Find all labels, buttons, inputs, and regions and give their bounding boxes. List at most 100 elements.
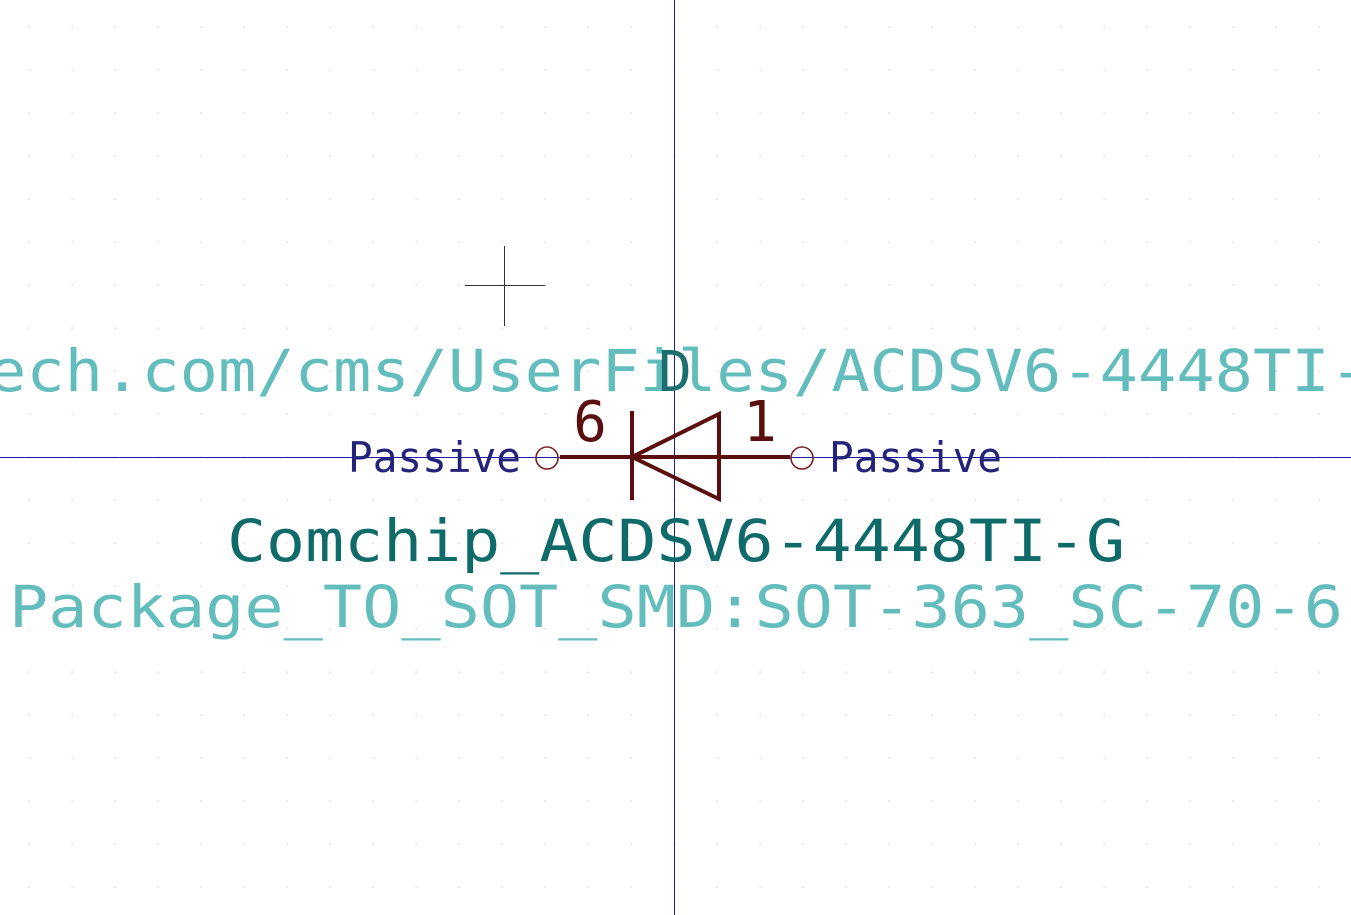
grid-dot: [329, 671, 331, 673]
grid-dot: [716, 112, 718, 114]
grid-dot: [931, 499, 933, 501]
grid-dot: [458, 542, 460, 544]
grid-dot: [1017, 585, 1019, 587]
grid-dot: [1146, 241, 1148, 243]
grid-dot: [1232, 628, 1234, 630]
grid-dot: [1275, 886, 1277, 888]
grid-dot: [544, 714, 546, 716]
grid-dot: [329, 155, 331, 157]
grid-dot: [1275, 843, 1277, 845]
grid-dot: [1275, 370, 1277, 372]
grid-dot: [114, 284, 116, 286]
grid-dot: [415, 413, 417, 415]
grid-dot: [544, 628, 546, 630]
grid-dot: [845, 800, 847, 802]
pin-right-connection-point[interactable]: [790, 446, 814, 470]
grid-dot: [329, 370, 331, 372]
grid-dot: [759, 800, 761, 802]
grid-dot: [458, 26, 460, 28]
grid-dot: [200, 413, 202, 415]
grid-dot: [329, 499, 331, 501]
grid-dot: [1189, 757, 1191, 759]
grid-dot: [974, 26, 976, 28]
grid-dot: [1189, 886, 1191, 888]
grid-dot: [845, 542, 847, 544]
grid-dot: [501, 671, 503, 673]
grid-dot: [28, 284, 30, 286]
grid-dot: [286, 284, 288, 286]
grid-dot: [888, 886, 890, 888]
grid-dot: [28, 327, 30, 329]
grid-dot: [587, 112, 589, 114]
grid-dot: [157, 370, 159, 372]
grid-dot: [716, 542, 718, 544]
grid-dot: [1060, 714, 1062, 716]
grid-dot: [1060, 413, 1062, 415]
grid-dot: [931, 585, 933, 587]
grid-dot: [1017, 69, 1019, 71]
grid-dot: [544, 284, 546, 286]
pin-type-left: Passive: [348, 433, 521, 482]
pin-left[interactable]: [535, 446, 632, 470]
grid-dot: [931, 155, 933, 157]
grid-dot: [931, 26, 933, 28]
grid-dot: [974, 155, 976, 157]
grid-dot: [802, 843, 804, 845]
grid-dot: [114, 800, 116, 802]
grid-dot: [630, 112, 632, 114]
grid-dot: [587, 499, 589, 501]
grid-dot: [157, 800, 159, 802]
grid-dot: [888, 499, 890, 501]
grid-dot: [1103, 370, 1105, 372]
grid-dot: [974, 800, 976, 802]
grid-dot: [1103, 585, 1105, 587]
grid-dot: [716, 843, 718, 845]
grid-dot: [1017, 800, 1019, 802]
grid-dot: [845, 886, 847, 888]
grid-dot: [1060, 671, 1062, 673]
grid-dot: [1318, 585, 1320, 587]
grid-dot: [1060, 800, 1062, 802]
grid-dot: [114, 714, 116, 716]
grid-dot: [1103, 671, 1105, 673]
grid-dot: [1060, 886, 1062, 888]
grid-dot: [372, 585, 374, 587]
grid-dot: [28, 198, 30, 200]
grid-dot: [1189, 69, 1191, 71]
grid-dot: [1275, 155, 1277, 157]
grid-dot: [71, 886, 73, 888]
grid-dot: [458, 585, 460, 587]
grid-dot: [974, 886, 976, 888]
grid-dot: [1275, 327, 1277, 329]
diode-icon[interactable]: [627, 410, 721, 503]
grid-dot: [1017, 886, 1019, 888]
grid-dot: [1318, 628, 1320, 630]
grid-dot: [157, 69, 159, 71]
footprint-field[interactable]: Package_TO_SOT_SMD:SOT-363_SC-70-6: [9, 573, 1343, 641]
grid-dot: [157, 714, 159, 716]
value-field[interactable]: Comchip_ACDSV6-4448TI-G: [227, 507, 1125, 575]
grid-dot: [243, 26, 245, 28]
grid-dot: [1060, 284, 1062, 286]
grid-dot: [28, 714, 30, 716]
grid-dot: [1318, 542, 1320, 544]
grid-dot: [1318, 413, 1320, 415]
grid-dot: [716, 628, 718, 630]
grid-dot: [802, 198, 804, 200]
grid-dot: [1189, 499, 1191, 501]
datasheet-field[interactable]: ech.com/cms/UserFiles/ACDSV6-4448TI-: [0, 337, 1351, 405]
grid-dot: [1275, 800, 1277, 802]
grid-dot: [544, 198, 546, 200]
grid-dot: [544, 843, 546, 845]
grid-dot: [716, 198, 718, 200]
reference-designator[interactable]: D: [658, 340, 692, 405]
grid-dot: [544, 671, 546, 673]
grid-dot: [1318, 757, 1320, 759]
grid-dot: [716, 886, 718, 888]
pin-right[interactable]: [719, 446, 814, 470]
grid-dot: [1275, 499, 1277, 501]
pin-left-connection-point[interactable]: [535, 446, 559, 470]
grid-dot: [501, 112, 503, 114]
grid-dot: [931, 112, 933, 114]
